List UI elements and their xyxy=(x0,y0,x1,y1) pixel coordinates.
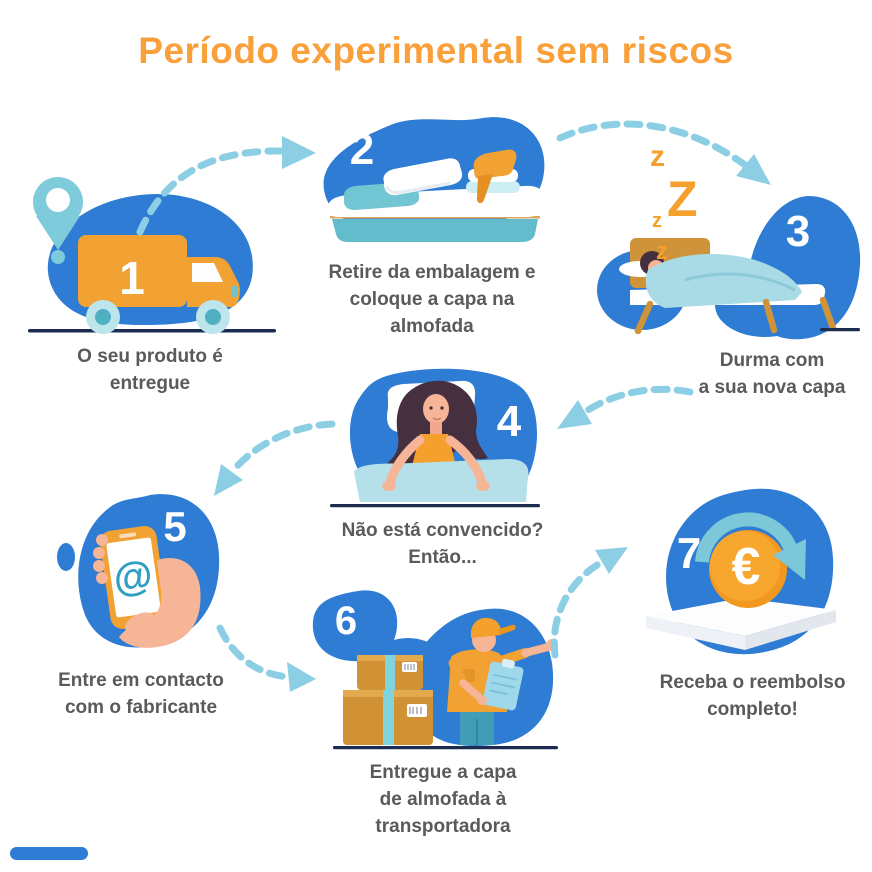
folded-linens-stack xyxy=(464,149,522,205)
sleep-z: z xyxy=(652,210,662,232)
cardboard-boxes xyxy=(343,655,433,745)
step-7-illustration: € 7 xyxy=(646,488,836,655)
duvet xyxy=(645,254,802,308)
step-7-caption: Receba o reembolso completo! xyxy=(659,672,846,720)
step-3-number: 3 xyxy=(786,207,810,256)
step-7-number: 7 xyxy=(677,529,701,578)
delivery-truck: 1 xyxy=(78,235,240,334)
ground-line xyxy=(820,328,860,332)
step-5-blob-ear xyxy=(57,543,75,571)
blanket xyxy=(354,459,529,502)
courier xyxy=(447,617,558,745)
bed xyxy=(619,238,837,335)
smartphone: @ xyxy=(100,525,168,629)
infographic-title: Período experimental sem riscos xyxy=(138,30,734,71)
step-5-caption: Entre em contacto com o fabricante xyxy=(58,670,224,718)
step-6-caption: Entregue a capa de almofada à transporta… xyxy=(369,762,517,837)
step-2-number: 2 xyxy=(350,125,374,174)
euro-sign: € xyxy=(732,538,761,596)
decorative-bar xyxy=(10,847,88,860)
step-5-illustration: 5 @ xyxy=(57,494,220,648)
step-2-illustration: 2 xyxy=(323,117,545,242)
ground-line xyxy=(333,746,558,750)
at-sign-icon: @ xyxy=(111,552,156,601)
step-3-illustration: 3 z Z z z xyxy=(597,140,861,340)
step-4-caption: Não está convencido? Então... xyxy=(341,520,544,568)
bed-legs xyxy=(634,296,837,335)
sleep-z: Z xyxy=(667,171,698,227)
refund-arrow-head xyxy=(773,539,806,580)
location-pin-icon xyxy=(33,177,83,264)
step-4-illustration: 4 xyxy=(330,368,540,508)
euro-coin: € xyxy=(709,530,787,608)
hand xyxy=(93,534,201,648)
woman-face xyxy=(423,394,449,424)
arrowhead xyxy=(595,547,628,574)
ground-line xyxy=(330,504,540,508)
step-3-caption: Durma com a sua nova capa xyxy=(698,350,846,398)
step-6-illustration: 6 xyxy=(312,590,558,750)
step-1-number: 1 xyxy=(119,252,145,304)
sleep-z: z xyxy=(650,140,665,173)
platform xyxy=(646,598,836,650)
arrow-step4-to-step5 xyxy=(228,420,336,476)
step-6-blob-small xyxy=(312,590,398,662)
refund-arrow-arc xyxy=(695,512,797,563)
pillow-white xyxy=(383,158,463,196)
woman-arms xyxy=(385,435,487,487)
step-4-number: 4 xyxy=(497,397,522,446)
step-1-caption: O seu produto é entregue xyxy=(77,346,223,394)
ground-line xyxy=(28,329,276,333)
courier-cap xyxy=(470,617,502,638)
step-1-illustration: 1 xyxy=(28,177,276,334)
step-5-number: 5 xyxy=(163,503,186,550)
sleep-z: z xyxy=(656,238,668,265)
wheel xyxy=(86,300,120,334)
step-6-number: 6 xyxy=(335,599,357,643)
clipboard xyxy=(482,658,524,711)
wheel xyxy=(196,300,230,334)
step-2-caption: Retire da embalagem e coloque a capa na … xyxy=(328,262,536,337)
